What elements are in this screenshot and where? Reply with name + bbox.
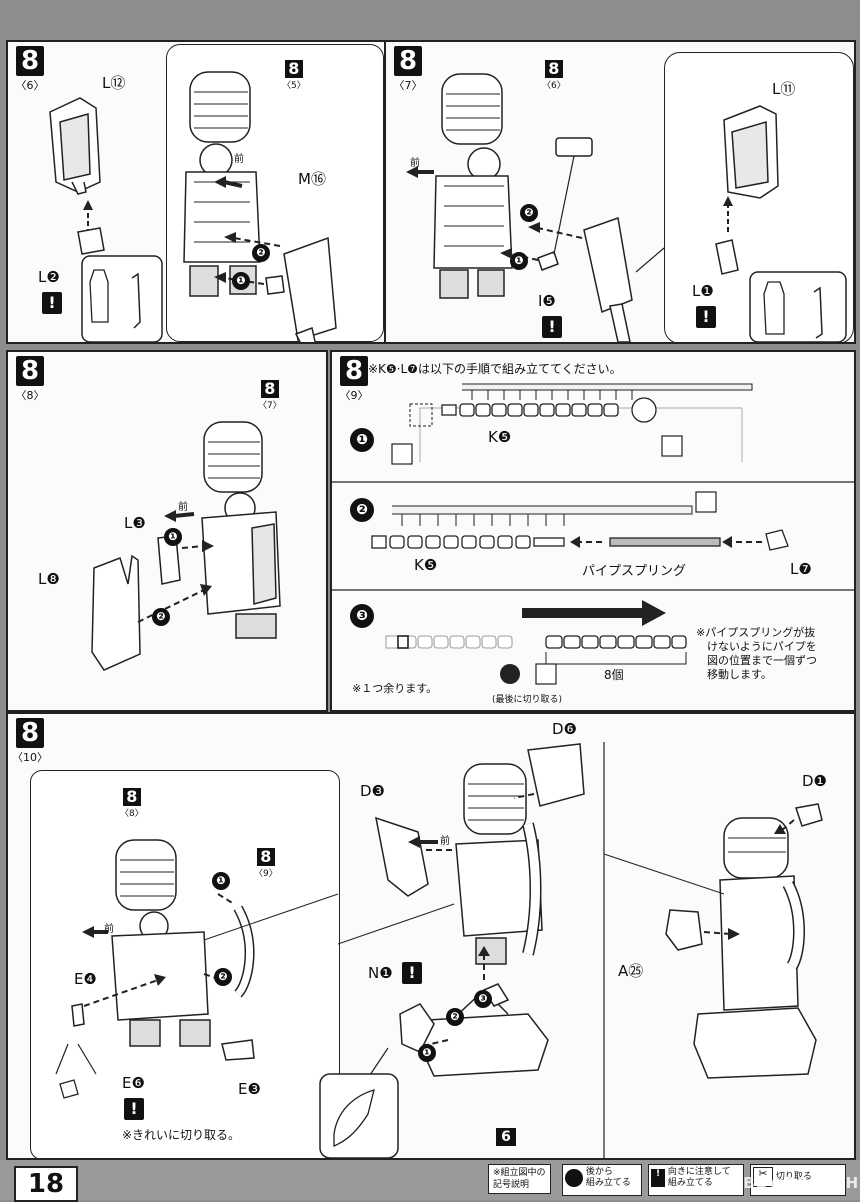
leftover-note: ※１つ余ります。 <box>352 682 438 695</box>
step-10-badge: 8 〈10〉 <box>12 718 48 764</box>
front-label: 前 <box>178 502 188 513</box>
arrow-step-1: ❶ <box>232 272 250 290</box>
warning-icon: ! <box>696 306 716 328</box>
step-sub-number: 〈6〉 <box>15 79 45 92</box>
arrow-step-1: ❶ <box>510 252 528 270</box>
arrow-step-3-center: ❸ <box>474 990 492 1008</box>
ref-step-badge: 8 〈7〉 <box>258 379 282 412</box>
part-label-l2: L❷ <box>38 268 60 286</box>
back-assembly-icon <box>565 1169 583 1187</box>
step-8-drawing <box>91 421 281 671</box>
front-label: 前 <box>104 924 114 935</box>
step-7-badge: 8 〈7〉 <box>393 46 423 92</box>
part-label-l11: L⑪ <box>772 80 796 98</box>
part-l12-drawing <box>49 97 101 195</box>
warning-icon: ! <box>124 1098 144 1120</box>
step-7-drawing <box>406 73 847 342</box>
front-label: 前 <box>410 158 420 169</box>
count-label: 8個 <box>604 668 624 682</box>
warning-icon: ! <box>651 1169 665 1187</box>
ref-part-6: 6 <box>496 1128 516 1146</box>
part-label-d6: D❻ <box>552 720 577 738</box>
ref-step-badge-a: 8 〈8〉 <box>120 787 144 820</box>
arrow-step-1: ❶ <box>164 528 182 546</box>
part-label-k5: K❺ <box>488 428 512 446</box>
instruction-text: ※K❺·L❼は以下の手順で組み立ててください。 <box>368 362 622 376</box>
step-7-panel: 8 〈7〉 <box>384 40 856 344</box>
front-label: 前 <box>440 836 450 847</box>
warning-icon: ! <box>542 316 562 338</box>
substep-2: ❷ <box>350 498 374 522</box>
legend-warning: ! 向きに注意して 組み立てる <box>648 1164 744 1196</box>
step-10-panel: 8 〈10〉 <box>6 712 856 1160</box>
step-6-drawing <box>49 71 337 342</box>
arrow-step-2: ❷ <box>252 244 270 262</box>
part-label-l7: L❼ <box>790 560 812 578</box>
part-label-l12: L⑫ <box>102 74 126 92</box>
cut-last-note: (最後に切り取る) <box>492 695 563 705</box>
substep-3: ❸ <box>350 604 374 628</box>
part-label-n1: N❶ <box>368 964 393 982</box>
arrow-step-1-center: ❶ <box>418 1044 436 1062</box>
part-label-d1: D❶ <box>802 772 827 790</box>
step-10-drawing <box>55 742 823 1158</box>
part-label-l3: L❸ <box>124 514 146 532</box>
part-label-e6: E❻ <box>122 1074 145 1092</box>
page-number: 18 <box>14 1166 78 1202</box>
step-6-badge: 8 〈6〉 <box>12 46 48 93</box>
part-label-e4: E❹ <box>74 970 97 988</box>
watermark: HOBBY SEARCH <box>716 1174 860 1192</box>
part-label-m16: M⑯ <box>298 170 326 188</box>
arrow-step-2: ❷ <box>214 968 232 986</box>
part-label-d3: D❸ <box>360 782 385 800</box>
step-8-panel: 8 〈8〉 8 〈7〉 前 L❸ L❽ ❶ ❷ <box>6 350 328 712</box>
arrow-step-2-center: ❷ <box>446 1008 464 1026</box>
warning-icon: ! <box>402 962 422 984</box>
ref-step-badge: 8 〈5〉 <box>282 59 306 92</box>
spring-note: ※パイプスプリングが抜 けないようにパイプを 図の位置まで一個ずつ 移動します。 <box>696 626 817 681</box>
part-label-i5: I❺ <box>538 292 556 310</box>
legend-title: ※組立図中の 記号説明 <box>488 1164 551 1194</box>
step-9-panel: 8 〈9〉 ※K❺·L❼は以下の手順で組み立ててください。 <box>330 350 856 712</box>
clean-cut-note: ※きれいに切り取る。 <box>122 1128 241 1142</box>
legend-cut: ✂ 切り取る <box>750 1164 846 1196</box>
part-label-k5: K❺ <box>414 556 438 574</box>
arrow-step-2: ❷ <box>152 608 170 626</box>
part-label-l8: L❽ <box>38 570 60 588</box>
step-number: 8 <box>16 46 44 76</box>
part-label-e3: E❸ <box>238 1080 261 1098</box>
arrow-step-2: ❷ <box>520 204 538 222</box>
part-label-a25: A㉕ <box>618 962 644 980</box>
arrow-step-1: ❶ <box>212 872 230 890</box>
pipe-spring-label: パイプスプリング <box>582 564 687 579</box>
step-8-badge: 8 〈8〉 <box>15 356 45 402</box>
nipper-icon: ✂ <box>753 1167 773 1187</box>
front-label: 前 <box>234 154 244 165</box>
ref-step-badge: 8 〈6〉 <box>542 59 566 92</box>
legend-back-assembly: 後から 組み立てる <box>562 1164 642 1196</box>
step-9-badge: 8 〈9〉 <box>339 356 369 402</box>
part-label-l1: L❶ <box>692 282 714 300</box>
ref-step-badge-b: 8 〈9〉 <box>254 847 278 880</box>
step-9-drawing <box>332 383 854 685</box>
substep-1: ❶ <box>350 428 374 452</box>
step-6-panel: 8 〈6〉 <box>6 40 386 344</box>
warning-icon: ! <box>42 292 62 314</box>
